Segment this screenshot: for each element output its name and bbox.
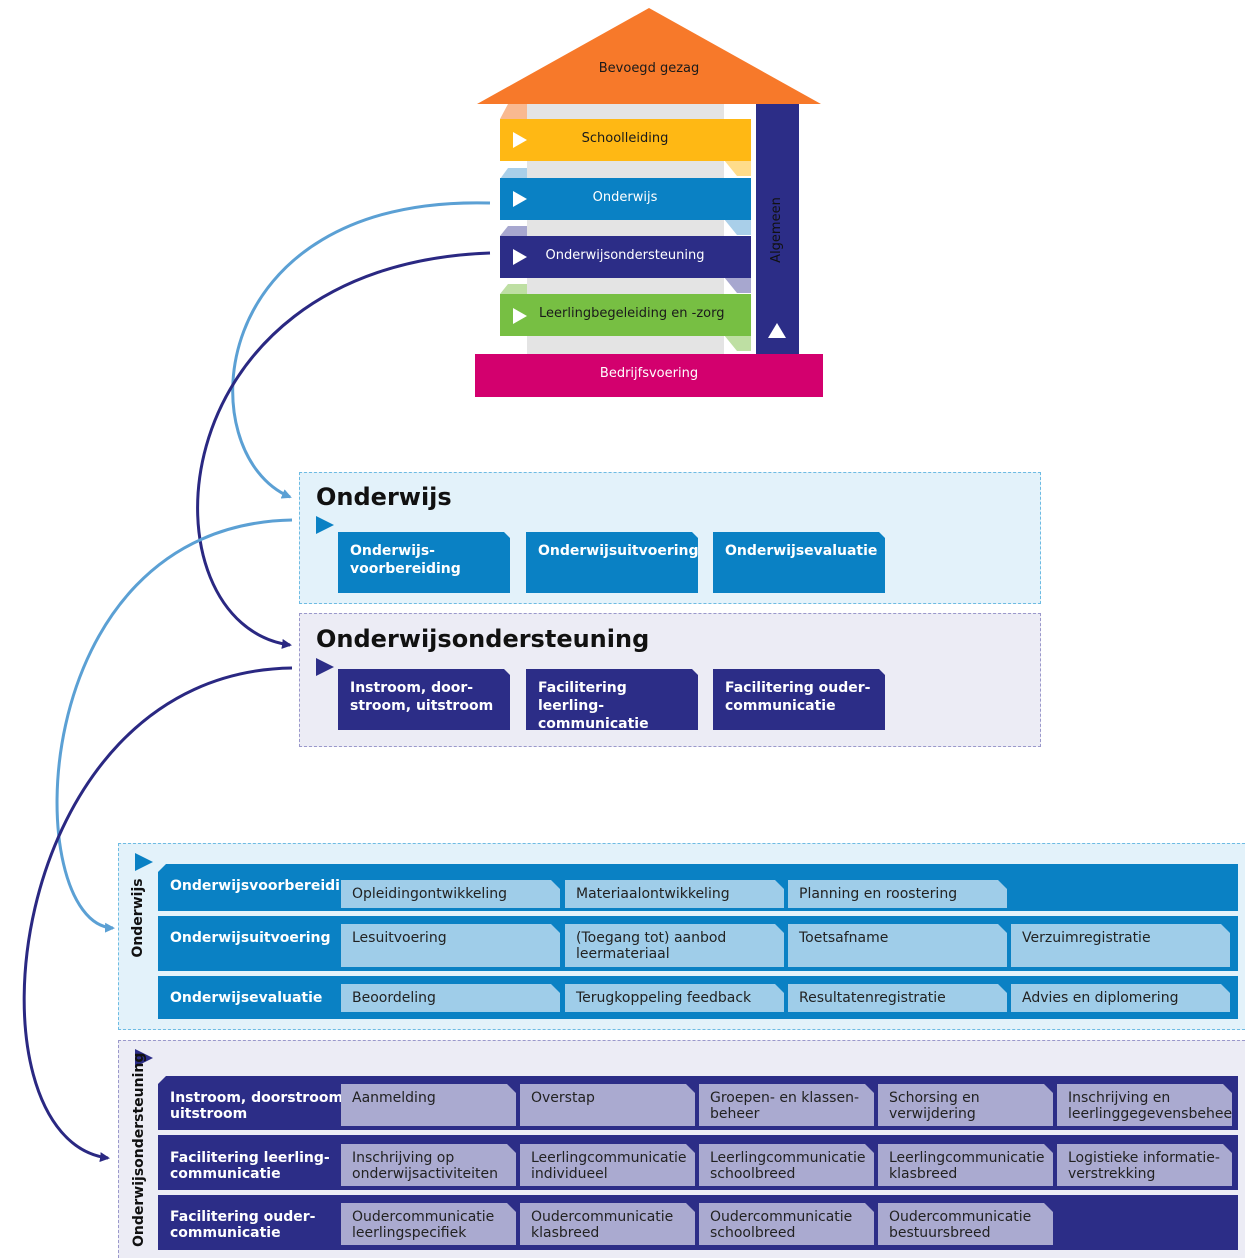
play-icon <box>316 658 334 676</box>
detail-cell: Planning en roostering <box>788 880 1007 908</box>
arrow-ondersteuning-panel-to-detail <box>22 666 293 1162</box>
floor-onderwijsondersteuning <box>500 236 751 278</box>
base-label: Bedrijfsvoering <box>599 366 699 381</box>
pillar-up-arrow-icon <box>768 323 786 338</box>
detail-cell: Overstap <box>520 1084 695 1126</box>
detail-row-title: Facilitering ouder- communicatie <box>170 1209 316 1241</box>
detail-cell: Verzuimregistratie <box>1011 924 1230 967</box>
play-icon <box>513 249 527 265</box>
detail-cell: Schorsing en verwijdering <box>878 1084 1053 1126</box>
roof-label: Bevoegd gezag <box>598 61 700 76</box>
play-icon <box>513 308 527 324</box>
detail-row-title: Onderwijsevaluatie <box>170 990 323 1006</box>
detail-cell: Oudercommunicatie schoolbreed <box>699 1203 874 1245</box>
pillar-label: Algemeen <box>769 197 784 263</box>
detail-cell: Aanmelding <box>341 1084 516 1126</box>
arrow-onderwijs-to-panel <box>231 201 491 499</box>
panel-ondersteuning-title: Onderwijsondersteuning <box>316 625 650 653</box>
detail-ondersteuning-row <box>158 1195 1238 1250</box>
detail-cell: Terugkoppeling feedback <box>565 984 784 1012</box>
play-icon <box>135 853 153 871</box>
play-icon <box>513 191 527 207</box>
arrow-onderwijs-panel-to-detail <box>55 518 293 933</box>
floor-label-onderwijs: Onderwijs <box>592 190 658 205</box>
detail-cell: Beoordeling <box>341 984 560 1012</box>
play-icon <box>316 516 334 534</box>
detail-row-title: Onderwijsuitvoering <box>170 930 331 946</box>
box-onderwijsuitvoering: Onderwijsuitvoering <box>526 532 698 593</box>
box-instroom: Instroom, door- stroom, uitstroom <box>338 669 510 730</box>
detail-cell: Oudercommunicatie bestuursbreed <box>878 1203 1053 1245</box>
box-onderwijsvoorbereiding: Onderwijs- voorbereiding <box>338 532 510 593</box>
floor-onderwijs <box>500 178 751 220</box>
detail-cell: Groepen- en klassen- beheer <box>699 1084 874 1126</box>
detail-cell: Leerlingcommunicatie klasbreed <box>878 1144 1053 1186</box>
detail-cell: Oudercommunicatie leerlingspecifiek <box>341 1203 516 1245</box>
detail-cell: Logistieke informatie- verstrekking <box>1057 1144 1232 1186</box>
detail-row-title: Instroom, doorstroom, uitstroom <box>170 1090 349 1122</box>
arrow-ondersteuning-to-panel <box>196 251 491 649</box>
detail-cell: Leerlingcommunicatie individueel <box>520 1144 695 1186</box>
roof-shape <box>477 8 821 104</box>
box-facilitering-leerling: Facilitering leerling- communicatie <box>526 669 698 730</box>
detail-cell: Resultatenregistratie <box>788 984 1007 1012</box>
detail-cell: Inschrijving op onderwijsactiviteiten <box>341 1144 516 1186</box>
play-icon <box>135 1049 153 1067</box>
pillar-algemeen <box>756 104 799 354</box>
box-facilitering-ouder: Facilitering ouder- communicatie <box>713 669 885 730</box>
detail-cell: Toetsafname <box>788 924 1007 967</box>
detail-row-title: Facilitering leerling- communicatie <box>170 1150 330 1182</box>
detail-cell: Inschrijving en leerlinggegevensbeheer <box>1057 1084 1232 1126</box>
floor-label-leerlingbegeleiding: Leerlingbegeleiding en -zorg <box>539 306 725 321</box>
detail-cell: Opleidingontwikkeling <box>341 880 560 908</box>
box-onderwijsevaluatie: Onderwijsevaluatie <box>713 532 885 593</box>
base-bedrijfsvoering <box>475 354 823 397</box>
house-shapes <box>475 8 823 397</box>
detail-cell: Advies en diplomering <box>1011 984 1230 1012</box>
floor-label-schoolleiding: Schoolleiding <box>581 131 669 146</box>
house-diagram: Bevoegd gezag Schoolleiding Onderwijs On… <box>475 5 823 400</box>
detail-cell: Oudercommunicatie klasbreed <box>520 1203 695 1245</box>
floor-label-onderwijsondersteuning: Onderwijsondersteuning <box>545 248 705 263</box>
detail-onderwijs-side-label: Onderwijs <box>130 878 146 958</box>
detail-row-title: Onderwijsvoorbereiding <box>170 878 360 894</box>
detail-cell: Materiaalontwikkeling <box>565 880 784 908</box>
detail-ondersteuning-side-label: Onderwijsondersteuning <box>131 1052 147 1247</box>
panel-onderwijs-title: Onderwijs <box>316 483 452 511</box>
play-icon <box>513 132 527 148</box>
floor-leerlingbegeleiding <box>500 294 751 336</box>
detail-cell: (Toegang tot) aanbod leermateriaal <box>565 924 784 967</box>
detail-cell: Lesuitvoering <box>341 924 560 967</box>
floor-schoolleiding <box>500 119 751 161</box>
detail-cell: Leerlingcommunicatie schoolbreed <box>699 1144 874 1186</box>
